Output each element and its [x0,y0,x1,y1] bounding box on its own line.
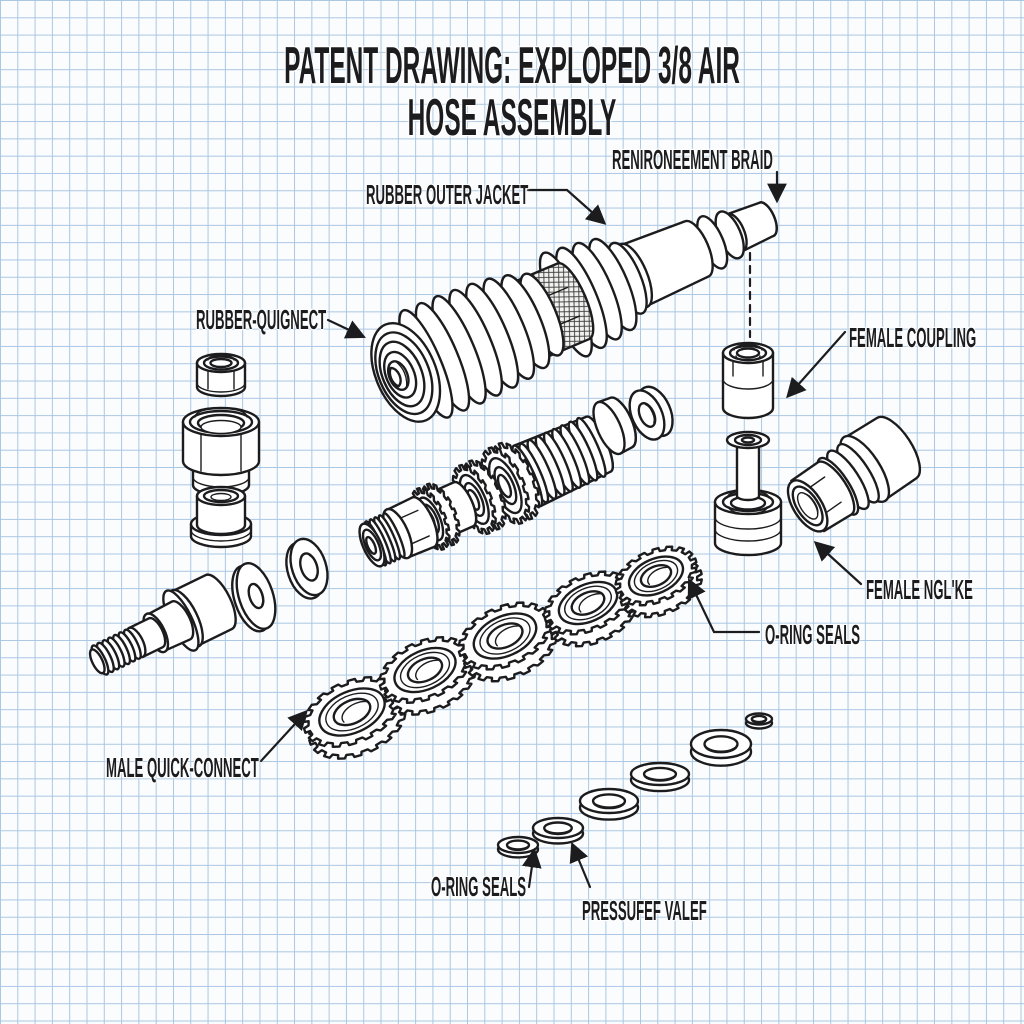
hex-nut-part [195,352,247,398]
washer-part [231,562,277,633]
leader-lines [259,170,863,889]
female-coupling-part [721,341,775,420]
o-ring-part [285,537,329,600]
label-rubber-quignect: RUBBER-QUIGNECT [196,304,327,335]
flanged-bushing-part [189,485,253,549]
label-o-ring-seals-lower: O-RING SEALS [431,871,527,902]
label-male-quick-connect: MALE QUICK-CONNECT [106,752,259,783]
leader-rubber-quignect [326,318,366,339]
leader-o-ring-seals-upper [687,578,761,634]
leader-pressure-valve [569,841,592,889]
coupling-sleeve-part [181,406,261,497]
leader-o-ring-seals-lower [522,847,542,889]
stem-fitting-part [713,430,783,557]
label-female-coupling: FEMALE COUPLING [849,322,977,353]
page-title: PATENT DRAWING: EXPLOPED 3/8 AIR HOSE AS… [284,37,740,147]
label-rubber-outer-jacket: RUBBER OUTER JACKET [366,179,529,210]
female-nut-part [786,415,922,533]
label-reinforcement-braid: RENIRONEEMENT BRAID [612,144,773,175]
o-ring-cascade [496,712,774,859]
male-quick-connect-part [88,573,237,676]
o-ring-seal-gears [302,545,703,760]
leader-female-nglke [813,541,863,586]
leader-female-coupling [786,330,847,399]
label-o-ring-seals-upper: O-RING SEALS [765,619,861,650]
label-female-nglke: FEMALE NGL'KE [866,574,973,605]
hose-coupler-assembly [370,201,778,423]
leader-rubber-outer-jacket [526,188,607,225]
leader-male-quick-connect [259,709,308,763]
valve-stem-assembly [358,415,614,568]
label-pressure-valve: PRESSUFEF VALEF [582,895,707,926]
